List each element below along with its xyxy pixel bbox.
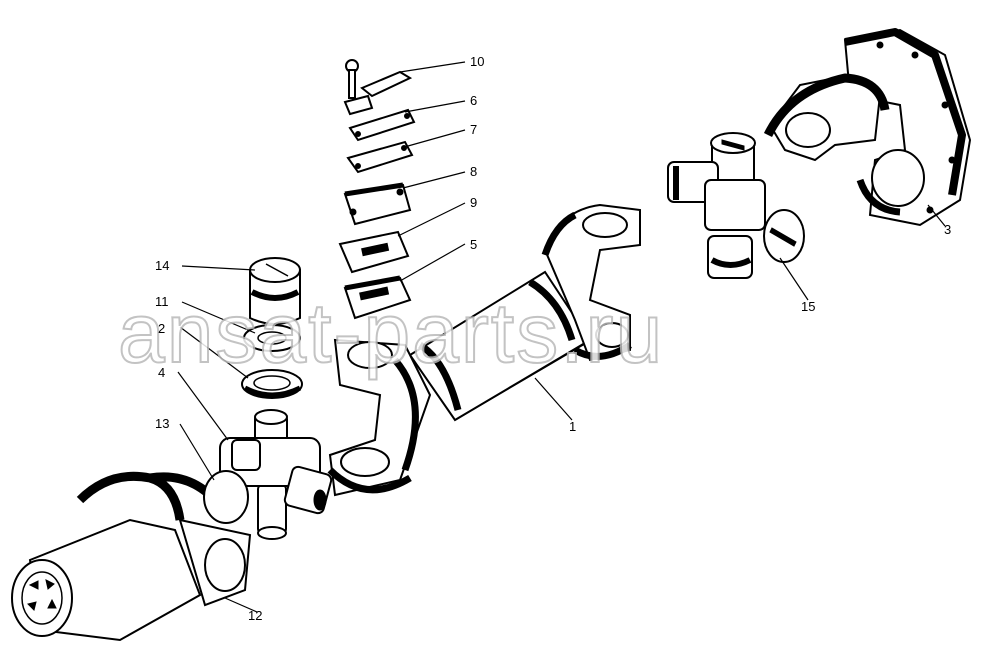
watermark-text: ansat-parts.ru — [118, 286, 664, 380]
callout-9: 9 — [470, 195, 477, 210]
part-12-slip-yoke — [11, 471, 252, 642]
part-10-bolt-lock-tab — [343, 59, 413, 116]
callout-4: 4 — [158, 365, 165, 380]
part-1-shaft-tube — [327, 203, 641, 497]
part-13-seal-cap — [203, 470, 249, 524]
callout-labels: 1 2 3 4 5 6 7 8 9 10 11 12 13 14 15 — [155, 54, 951, 623]
callout-2: 2 — [158, 321, 165, 336]
part-8-cover-plate — [343, 182, 412, 226]
callout-10: 10 — [470, 54, 484, 69]
callout-15: 15 — [801, 299, 815, 314]
part-7-gasket — [346, 140, 414, 174]
part-6-gasket — [348, 108, 416, 142]
callout-11: 11 — [155, 294, 169, 309]
part-14-bearing-cup — [249, 257, 301, 325]
callout-14: 14 — [155, 258, 169, 273]
callout-13: 13 — [155, 416, 169, 431]
leader-lines — [177, 61, 946, 613]
callout-8: 8 — [470, 164, 477, 179]
callout-1: 1 — [569, 419, 576, 434]
part-9-lock-plate — [338, 230, 410, 274]
part-2-bearing-ring — [241, 369, 303, 399]
part-15-cross-spider — [667, 132, 805, 279]
callout-6: 6 — [470, 93, 477, 108]
callout-3: 3 — [944, 222, 951, 237]
callout-12: 12 — [248, 608, 262, 623]
part-3-flange-yoke — [763, 28, 972, 227]
part-4-cross-spider — [219, 409, 333, 540]
callout-7: 7 — [470, 122, 477, 137]
callout-5: 5 — [470, 237, 477, 252]
part-5-lock-plate — [343, 275, 412, 320]
part-11-washer — [243, 324, 301, 352]
